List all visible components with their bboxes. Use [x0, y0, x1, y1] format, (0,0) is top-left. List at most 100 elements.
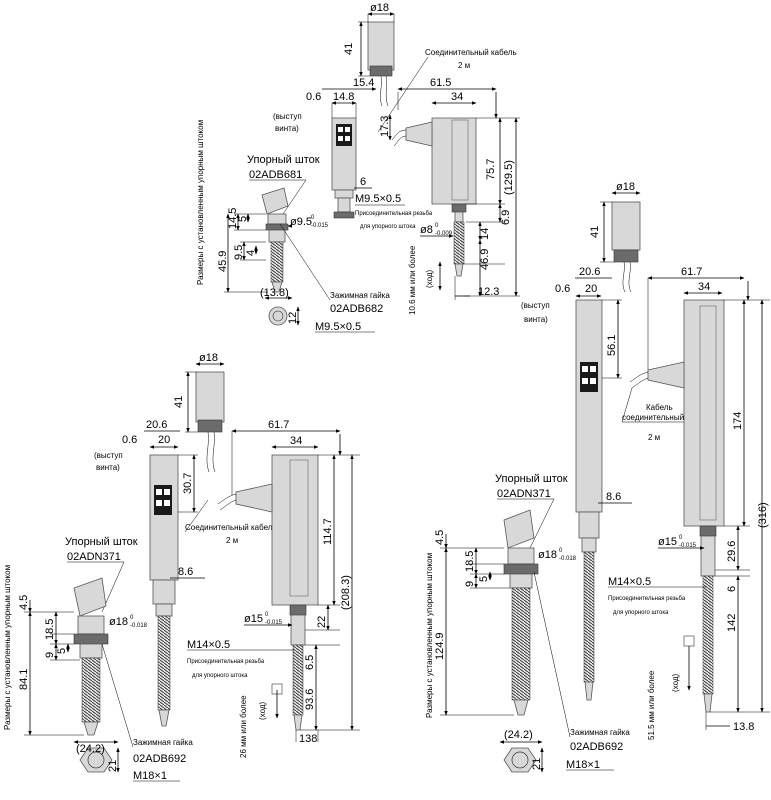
svg-text:02ADN371: 02ADN371: [67, 551, 121, 563]
svg-text:56.1: 56.1: [606, 335, 618, 356]
svg-text:34: 34: [451, 91, 463, 103]
right-main-body: [683, 299, 725, 527]
svg-text:34: 34: [698, 281, 710, 293]
svg-text:20.6: 20.6: [579, 266, 600, 278]
svg-text:0: 0: [559, 548, 563, 554]
top-clamp-code: 02ADB682: [330, 303, 383, 315]
svg-text:0: 0: [435, 223, 439, 229]
svg-text:-0.015: -0.015: [265, 620, 283, 626]
svg-text:124.9: 124.9: [434, 632, 446, 660]
svg-text:винта): винта): [96, 463, 120, 472]
top-m9-5b: M9.5×0.5: [315, 321, 361, 333]
svg-text:12: 12: [287, 312, 299, 324]
top-d14-5: 14.5: [227, 208, 239, 229]
svg-text:-0.015: -0.015: [679, 543, 697, 549]
svg-text:-0.015: -0.015: [311, 223, 329, 229]
svg-text:51.5 мм или более: 51.5 мм или более: [647, 670, 656, 740]
svg-text:26 мм или более: 26 мм или более: [239, 695, 248, 758]
svg-text:соединительный: соединительный: [622, 413, 684, 422]
top-d0-6: 0.6: [306, 91, 321, 103]
svg-text:75.7: 75.7: [485, 159, 497, 180]
top-d45-9: 45.9: [217, 251, 229, 272]
svg-text:(129.5): (129.5): [503, 160, 515, 195]
svg-text:02ADB692: 02ADB692: [570, 741, 623, 753]
svg-text:142: 142: [726, 614, 738, 632]
svg-text:29.6: 29.6: [726, 541, 738, 562]
right-sensor-body: [575, 299, 603, 513]
svg-text:4.5: 4.5: [18, 595, 30, 610]
svg-text:(ход): (ход): [258, 701, 267, 720]
svg-text:Зажимная гайка: Зажимная гайка: [570, 728, 630, 737]
top-side-label: Размеры с установленным упорным штоком: [196, 120, 205, 285]
svg-text:20: 20: [158, 434, 170, 446]
svg-text:34: 34: [290, 435, 302, 447]
svg-text:Присоединительная резьба: Присоединительная резьба: [608, 596, 686, 602]
svg-text:18.5: 18.5: [44, 619, 56, 640]
left-main-body: [271, 454, 319, 606]
svg-text:6: 6: [726, 586, 738, 592]
svg-text:Соединительный кабель: Соединительный кабель: [185, 523, 277, 532]
svg-text:84.1: 84.1: [18, 669, 30, 690]
left-drawing: ø18 41 20.6 0.6 20 (выступ винта) 30.7 С…: [3, 352, 360, 782]
top-d4: 4: [245, 250, 257, 256]
svg-text:0: 0: [679, 535, 683, 541]
left-sensor-body: [149, 454, 179, 581]
svg-text:M14×0.5: M14×0.5: [187, 639, 230, 651]
svg-text:0: 0: [130, 615, 134, 621]
svg-text:8.6: 8.6: [606, 491, 621, 503]
svg-text:для упорного штока: для упорного штока: [360, 224, 416, 230]
svg-text:93.6: 93.6: [304, 689, 316, 710]
svg-text:0: 0: [311, 215, 315, 221]
svg-text:(208.3): (208.3): [340, 575, 352, 610]
svg-text:Присоединительная резьба: Присоединительная резьба: [355, 211, 433, 217]
top-cable-len: 2 м: [458, 61, 470, 70]
left-nut-view: [79, 747, 113, 773]
top-d9-5: 9.5: [233, 245, 245, 260]
svg-text:M18×1: M18×1: [566, 759, 600, 771]
svg-text:10.6 мм или более: 10.6 мм или более: [408, 245, 417, 315]
top-h41: 41: [343, 43, 355, 55]
svg-text:(24.2): (24.2): [504, 729, 533, 741]
svg-text:0: 0: [265, 612, 269, 618]
svg-text:Кабель: Кабель: [646, 403, 673, 412]
svg-text:46.9: 46.9: [479, 249, 491, 270]
svg-text:6.9: 6.9: [500, 210, 512, 225]
svg-text:Размеры с установленным упорны: Размеры с установленным упорным штоком: [3, 565, 12, 730]
svg-text:138: 138: [299, 733, 317, 745]
top-d61-5: 61.5: [430, 77, 451, 89]
svg-text:для упорного штока: для упорного штока: [613, 610, 669, 616]
top-stop-code: 02ADB681: [249, 169, 302, 181]
svg-text:9: 9: [44, 652, 56, 658]
svg-text:ø15: ø15: [658, 536, 677, 548]
top-stop-rod: Упорный шток: [247, 154, 320, 166]
svg-text:(ход): (ход): [425, 269, 434, 288]
svg-text:для упорного штока: для упорного штока: [192, 673, 248, 679]
top-d9-5dia: ø9.5: [290, 216, 312, 228]
svg-text:61.7: 61.7: [268, 419, 289, 431]
top-clamp: Зажимная гайка: [330, 291, 390, 300]
svg-text:6.5: 6.5: [304, 655, 316, 670]
svg-text:ø18: ø18: [538, 549, 557, 561]
svg-text:-0.018: -0.018: [559, 556, 577, 562]
svg-text:5: 5: [56, 648, 68, 654]
svg-text:Размеры с установленным упорны: Размеры с установленным упорным штоком: [425, 553, 434, 718]
svg-text:17.3: 17.3: [379, 116, 391, 137]
svg-text:21: 21: [107, 760, 119, 772]
top-drawing: ø18 41 Соединительный кабель 2 м 15.4 0.…: [196, 2, 520, 333]
svg-text:ø18: ø18: [616, 181, 635, 193]
top-d14-8: 14.8: [333, 91, 354, 103]
svg-text:0.6: 0.6: [122, 434, 137, 446]
svg-text:-0.009: -0.009: [435, 231, 453, 237]
svg-text:174: 174: [732, 412, 744, 430]
svg-text:2 м: 2 м: [226, 536, 238, 545]
svg-text:61.7: 61.7: [681, 266, 702, 278]
svg-text:(выступ: (выступ: [521, 301, 550, 310]
top-d8: ø8: [420, 224, 433, 236]
top-d15-4: 15.4: [353, 77, 374, 89]
svg-text:20: 20: [585, 283, 597, 295]
svg-text:ø18: ø18: [199, 352, 218, 364]
top-d5: 5: [237, 216, 249, 222]
top-cable-label: Соединительный кабель: [425, 48, 517, 57]
right-connector: [611, 201, 641, 251]
svg-text:Присоединительная резьба: Присоединительная резьба: [187, 659, 265, 665]
